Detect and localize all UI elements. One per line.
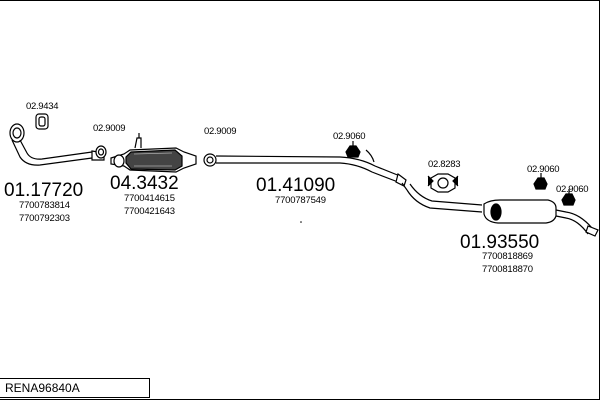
hanger-rear-1-shape[interactable]: [533, 173, 548, 190]
fitting-code: 02.9060: [527, 164, 560, 175]
hanger-mid-shape[interactable]: [345, 141, 361, 158]
oe-number-list: 7700818869 7700818870: [482, 251, 533, 276]
oe-number: 7700792303: [19, 212, 70, 224]
gasket-front-shape[interactable]: [95, 145, 107, 159]
oe-number: 7700421643: [124, 205, 175, 217]
oe-number: 7700787549: [275, 195, 326, 206]
exhaust-drawing: [9, 113, 599, 237]
reference-box: RENA96840A: [0, 378, 150, 398]
middle-pipe-shape[interactable]: [215, 149, 408, 191]
fitting-code: 02.9060: [333, 131, 366, 142]
front-pipe-shape[interactable]: [9, 123, 105, 166]
part-number[interactable]: 01.93550: [460, 232, 540, 253]
reference-code: RENA96840A: [5, 381, 80, 395]
oe-number: 7700414615: [124, 193, 175, 204]
gasket-manifold-shape[interactable]: [35, 113, 49, 130]
fitting-code: 02.9009: [93, 123, 126, 134]
fitting-code: 02.9009: [204, 126, 237, 137]
oe-number: 7700783814: [19, 200, 70, 211]
fitting-code: 02.8283: [428, 159, 461, 170]
fitting-code: 02.9060: [556, 184, 589, 195]
catalytic-converter-shape[interactable]: [110, 133, 197, 173]
oe-number-list: 7700414615 7700421643: [124, 193, 175, 218]
oe-number: 7700818870: [482, 263, 533, 275]
oe-number-list: 7700783814 7700792303: [19, 200, 70, 225]
rear-muffler-shape[interactable]: [406, 183, 599, 237]
gasket-mid-shape[interactable]: [203, 153, 217, 167]
clamp-mid-shape[interactable]: [427, 173, 459, 193]
oe-number-list: 7700787549: [275, 195, 326, 208]
hanger-rear-2-shape[interactable]: [561, 189, 576, 206]
part-number[interactable]: 01.41090: [256, 175, 336, 196]
part-number[interactable]: 04.3432: [110, 173, 179, 194]
part-number[interactable]: 01.17720: [4, 180, 84, 201]
fitting-code: 02.9434: [26, 101, 59, 112]
oe-number: 7700818869: [482, 251, 533, 262]
